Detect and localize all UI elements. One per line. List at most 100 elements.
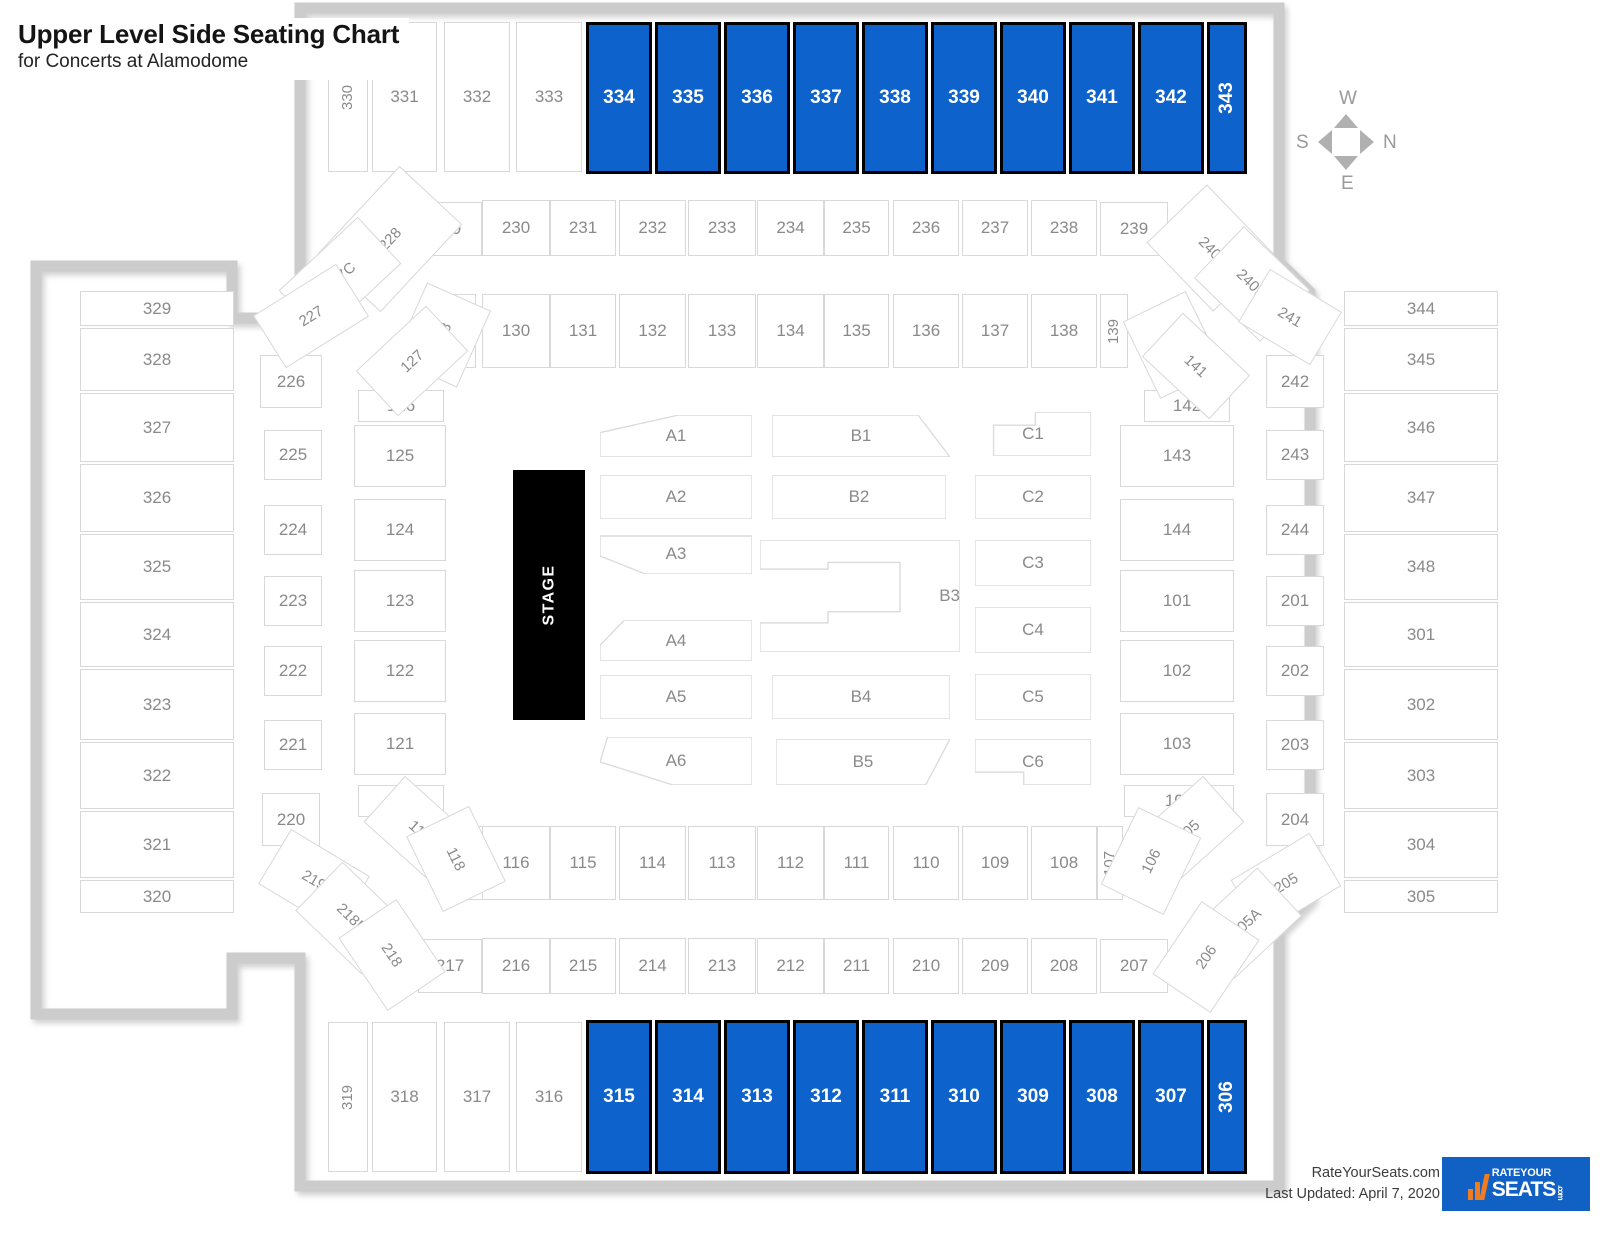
section-341[interactable]: 341 [1069,22,1135,174]
section-123[interactable]: 123 [354,570,446,632]
rateyourseats-logo[interactable]: RATEYOUR SEATS .com [1442,1157,1590,1211]
section-114[interactable]: 114 [619,826,686,900]
section-346[interactable]: 346 [1344,393,1498,462]
floor-section-A2[interactable]: A2 [600,475,752,519]
section-235[interactable]: 235 [824,200,889,256]
section-302[interactable]: 302 [1344,669,1498,740]
section-111[interactable]: 111 [824,826,889,900]
floor-section-C6[interactable]: C6 [975,739,1091,785]
section-310[interactable]: 310 [931,1020,997,1174]
floor-section-B1[interactable]: B1 [772,415,950,457]
section-326[interactable]: 326 [80,464,234,532]
section-348[interactable]: 348 [1344,534,1498,600]
section-337[interactable]: 337 [793,22,859,174]
section-144[interactable]: 144 [1120,499,1234,561]
section-135[interactable]: 135 [824,294,889,368]
section-323[interactable]: 323 [80,669,234,740]
section-236[interactable]: 236 [893,200,959,256]
section-108[interactable]: 108 [1031,826,1097,900]
section-311[interactable]: 311 [862,1020,928,1174]
section-212[interactable]: 212 [757,938,824,994]
section-314[interactable]: 314 [655,1020,721,1174]
floor-section-A3[interactable]: A3 [600,534,752,574]
floor-section-C3[interactable]: C3 [975,540,1091,586]
section-136[interactable]: 136 [893,294,959,368]
section-347[interactable]: 347 [1344,464,1498,532]
section-307[interactable]: 307 [1138,1020,1204,1174]
section-233[interactable]: 233 [688,200,756,256]
floor-section-C1[interactable]: C1 [975,412,1091,456]
section-143[interactable]: 143 [1120,425,1234,487]
floor-section-C4[interactable]: C4 [975,607,1091,653]
section-325[interactable]: 325 [80,534,234,600]
section-339[interactable]: 339 [931,22,997,174]
section-225[interactable]: 225 [264,430,322,480]
section-214[interactable]: 214 [619,938,686,994]
section-335[interactable]: 335 [655,22,721,174]
section-121[interactable]: 121 [354,713,446,775]
floor-section-A4[interactable]: A4 [600,620,752,661]
section-113[interactable]: 113 [688,826,756,900]
section-244[interactable]: 244 [1266,505,1324,555]
section-312[interactable]: 312 [793,1020,859,1174]
section-308[interactable]: 308 [1069,1020,1135,1174]
section-320[interactable]: 320 [80,880,234,913]
section-231[interactable]: 231 [550,200,616,256]
section-224[interactable]: 224 [264,505,322,555]
section-342[interactable]: 342 [1138,22,1204,174]
section-132[interactable]: 132 [619,294,686,368]
section-309[interactable]: 309 [1000,1020,1066,1174]
section-109[interactable]: 109 [962,826,1028,900]
section-242[interactable]: 242 [1266,355,1324,408]
section-315[interactable]: 315 [586,1020,652,1174]
section-223[interactable]: 223 [264,576,322,626]
floor-section-C5[interactable]: C5 [975,674,1091,720]
section-138[interactable]: 138 [1031,294,1097,368]
section-230[interactable]: 230 [482,200,550,256]
section-243[interactable]: 243 [1266,430,1324,480]
section-137[interactable]: 137 [962,294,1028,368]
floor-section-B3[interactable]: B3 [760,540,960,652]
section-204[interactable]: 204 [1266,793,1324,846]
section-112[interactable]: 112 [757,826,824,900]
section-131[interactable]: 131 [550,294,616,368]
section-334[interactable]: 334 [586,22,652,174]
section-215[interactable]: 215 [550,938,616,994]
section-201[interactable]: 201 [1266,576,1324,626]
section-216[interactable]: 216 [482,938,550,994]
section-321[interactable]: 321 [80,811,234,878]
section-133[interactable]: 133 [688,294,756,368]
section-222[interactable]: 222 [264,646,322,696]
floor-section-A1[interactable]: A1 [600,415,752,457]
section-103[interactable]: 103 [1120,713,1234,775]
section-122[interactable]: 122 [354,640,446,702]
section-232[interactable]: 232 [619,200,686,256]
floor-section-A5[interactable]: A5 [600,675,752,719]
section-213[interactable]: 213 [688,938,756,994]
section-332[interactable]: 332 [444,22,510,172]
section-301[interactable]: 301 [1344,602,1498,667]
section-333[interactable]: 333 [516,22,582,172]
section-203[interactable]: 203 [1266,720,1324,770]
section-322[interactable]: 322 [80,742,234,809]
section-110[interactable]: 110 [893,826,959,900]
section-210[interactable]: 210 [893,938,959,994]
section-115[interactable]: 115 [550,826,616,900]
section-221[interactable]: 221 [264,720,322,770]
section-125[interactable]: 125 [354,425,446,487]
section-329[interactable]: 329 [80,291,234,326]
section-306[interactable]: 306 [1207,1020,1247,1174]
section-340[interactable]: 340 [1000,22,1066,174]
section-313[interactable]: 313 [724,1020,790,1174]
section-328[interactable]: 328 [80,328,234,391]
floor-section-B5[interactable]: B5 [776,739,950,785]
section-202[interactable]: 202 [1266,646,1324,696]
floor-section-B2[interactable]: B2 [772,475,946,519]
section-130[interactable]: 130 [482,294,550,368]
section-345[interactable]: 345 [1344,328,1498,391]
floor-section-B4[interactable]: B4 [772,675,950,719]
section-327[interactable]: 327 [80,393,234,462]
section-208[interactable]: 208 [1031,938,1097,994]
section-209[interactable]: 209 [962,938,1028,994]
section-343[interactable]: 343 [1207,22,1247,174]
